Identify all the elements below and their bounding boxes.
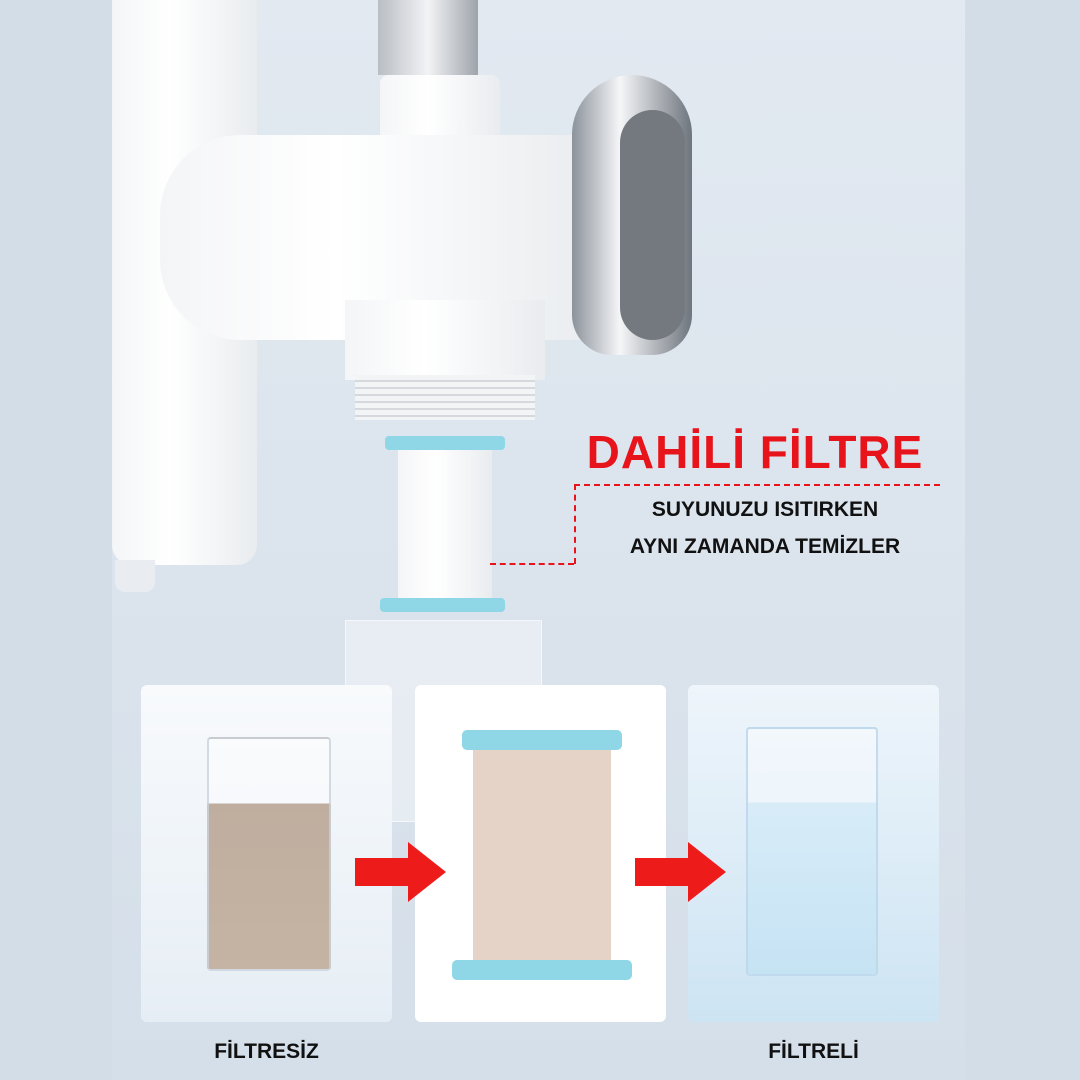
arrow-head (688, 842, 726, 902)
valve-neck (380, 75, 500, 145)
valve-outlet (345, 300, 545, 380)
panel-filtered (688, 685, 939, 1022)
handle-inset (620, 110, 685, 340)
subtitle-line-1: SUYUNUZU ISITIRKEN (651, 498, 879, 521)
callout-line (574, 484, 940, 486)
glass-dirty (207, 737, 331, 971)
filter-cartridge (398, 450, 492, 598)
caption-filtered: FİLTRELİ (768, 1040, 859, 1063)
subtitle-line-2: AYNI ZAMANDA TEMİZLER (629, 535, 901, 558)
filter-cap (452, 960, 632, 980)
arrow-right-icon (635, 858, 690, 886)
filter-cap-top (385, 436, 505, 450)
filter-cap (462, 730, 622, 750)
headline: DAHİLİ FİLTRE (586, 426, 924, 478)
callout-line-pointer (490, 563, 574, 565)
caption-unfiltered: FİLTRESİZ (214, 1040, 319, 1063)
arrow-right-icon (355, 858, 410, 886)
panel-filter (415, 685, 666, 1022)
filter-dirty (473, 750, 611, 960)
thread (355, 375, 535, 420)
callout-line-vertical (574, 484, 576, 564)
glass-clean (746, 727, 878, 976)
panel-unfiltered (141, 685, 392, 1022)
filter-cap-bottom (380, 598, 505, 612)
arrow-head (408, 842, 446, 902)
heater-foot (115, 560, 155, 592)
pipe (378, 0, 478, 75)
